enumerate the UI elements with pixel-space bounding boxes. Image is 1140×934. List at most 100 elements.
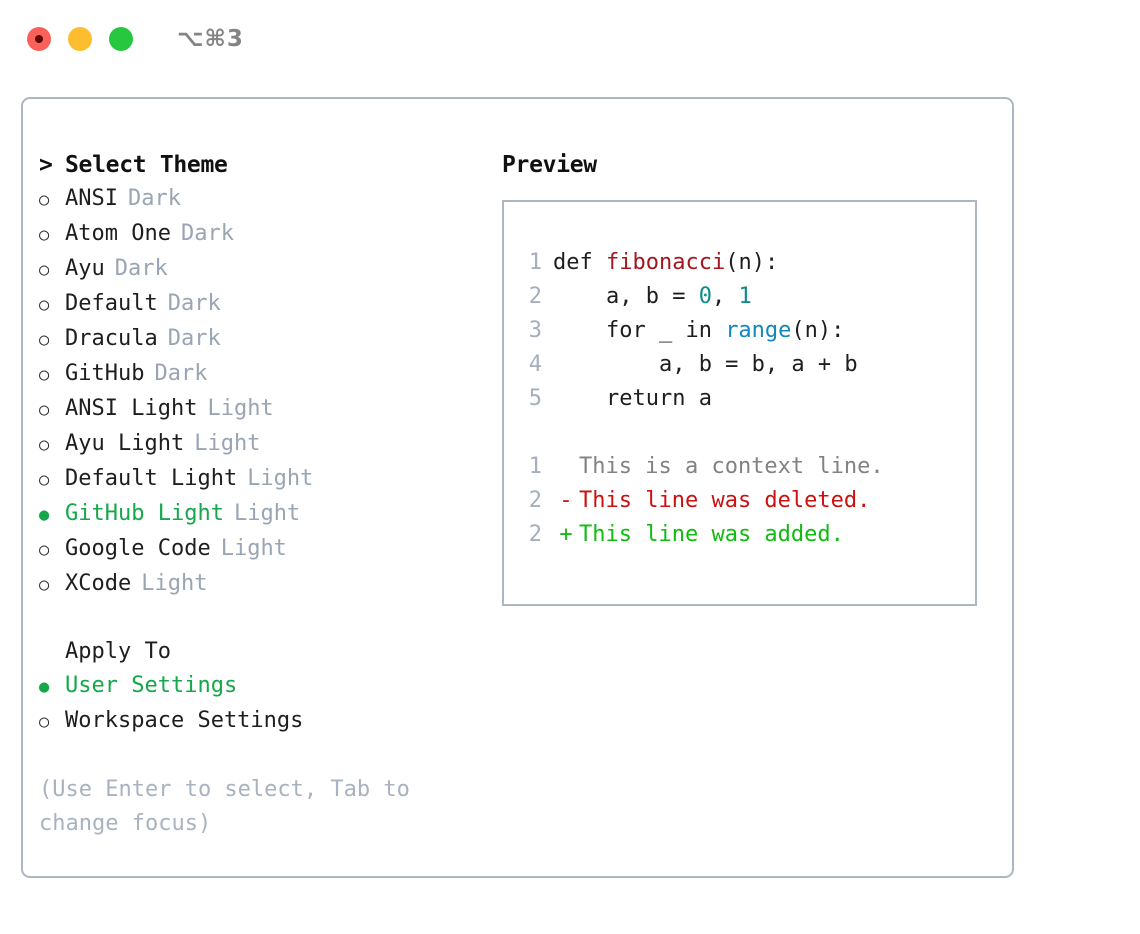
shortcut-label: ⌥⌘3 (177, 26, 244, 52)
theme-variant-tag: Light (233, 501, 301, 526)
radio-unselected-icon: ○ (39, 295, 50, 315)
theme-name: GitHub Light (65, 501, 224, 526)
theme-list-item[interactable]: ○ Ayu Light Light (39, 427, 489, 462)
theme-list-item[interactable]: ● GitHub Light Light (39, 497, 489, 532)
theme-variant-tag: Dark (154, 361, 208, 386)
window-controls (27, 27, 133, 51)
diff-line: 2 +This line was added. (516, 518, 884, 552)
theme-variant-tag: Light (194, 431, 261, 456)
code-line: 4 a, b = b, a + b (516, 348, 858, 382)
theme-list-item[interactable]: ○ ANSI Light Light (39, 392, 489, 427)
theme-name: XCode (65, 571, 132, 596)
preview-heading: Preview (502, 152, 597, 178)
keyboard-hint: (Use Enter to select, Tab to change focu… (39, 777, 410, 836)
caret-icon: > (39, 152, 53, 178)
theme-name: Default (65, 291, 158, 316)
radio-unselected-icon: ○ (39, 260, 50, 280)
diff-line: 1 This is a context line. (516, 450, 884, 484)
theme-name: Ayu (65, 256, 105, 281)
radio-unselected-icon: ○ (39, 365, 50, 385)
theme-variant-tag: Dark (180, 221, 234, 246)
diff-marker (553, 450, 579, 484)
theme-variant-tag: Light (207, 396, 274, 421)
radio-unselected-icon: ○ (39, 575, 50, 595)
theme-name: Google Code (65, 536, 211, 561)
code-token: a, b = (553, 284, 699, 309)
theme-name: ANSI (65, 186, 118, 211)
line-number: 5 (528, 386, 542, 411)
radio-unselected-icon: ○ (39, 225, 50, 245)
radio-unselected-icon: ○ (39, 400, 50, 420)
theme-variant-tag: Dark (167, 326, 221, 351)
theme-name: ANSI Light (65, 396, 198, 421)
minimize-button[interactable] (68, 27, 92, 51)
line-number: 2 (528, 522, 542, 547)
radio-selected-icon: ● (39, 677, 50, 697)
line-number: 1 (528, 250, 542, 275)
theme-name: Ayu Light (65, 431, 185, 456)
code-token: 1 (738, 284, 752, 309)
code-line: 2 a, b = 0, 1 (516, 280, 858, 314)
theme-list-item[interactable]: ○ Google Code Light (39, 532, 489, 567)
theme-name: Dracula (65, 326, 158, 351)
code-token: for _ in (553, 318, 726, 343)
line-number: 2 (528, 284, 542, 309)
title-bar: ⌥⌘3 (0, 0, 1140, 78)
select-theme-heading: > Select Theme (39, 148, 489, 182)
theme-list-item[interactable]: ○ Default Dark (39, 287, 489, 322)
diff-marker: + (559, 522, 573, 547)
code-line: 5 return a (516, 382, 858, 416)
line-number: 3 (528, 318, 542, 343)
theme-name: GitHub (65, 361, 145, 386)
select-theme-heading-label: Select Theme (65, 152, 228, 178)
apply-to-label: Workspace Settings (65, 708, 304, 733)
apply-to-heading: Apply To (65, 639, 171, 664)
theme-list-item[interactable]: ○ Dracula Dark (39, 322, 489, 357)
diff-line: 2-This line was deleted. (516, 484, 884, 518)
close-button[interactable] (27, 27, 51, 51)
radio-unselected-icon: ○ (39, 712, 50, 732)
diff-marker: - (559, 488, 573, 513)
code-line: 3 for _ in range(n): (516, 314, 858, 348)
apply-to-label: User Settings (65, 673, 238, 698)
code-token: (n): (725, 250, 779, 275)
line-number: 4 (528, 352, 542, 377)
diff-sample: 1 This is a context line.2-This line was… (516, 450, 884, 552)
theme-variant-tag: Dark (114, 256, 168, 281)
theme-variant-tag: Light (220, 536, 287, 561)
theme-variant-tag: Dark (167, 291, 221, 316)
maximize-button[interactable] (109, 27, 133, 51)
code-token: (n): (791, 318, 845, 343)
radio-unselected-icon: ○ (39, 540, 50, 560)
apply-to-item[interactable]: ● User Settings (39, 669, 489, 704)
theme-list-item[interactable]: ○ Default Light Light (39, 462, 489, 497)
radio-unselected-icon: ○ (39, 435, 50, 455)
code-token: , (711, 284, 739, 309)
apply-to-item[interactable]: ○ Workspace Settings (39, 704, 489, 739)
diff-text: This is a context line. (579, 454, 884, 479)
theme-variant-tag: Dark (127, 186, 181, 211)
code-token: fibonacci (605, 250, 726, 275)
theme-variant-tag: Light (247, 466, 314, 491)
theme-name: Default Light (65, 466, 238, 491)
apply-to-list: ● User Settings ○ Workspace Settings (39, 669, 489, 739)
radio-unselected-icon: ○ (39, 330, 50, 350)
radio-unselected-icon: ○ (39, 470, 50, 490)
diff-text: This line was deleted. (579, 488, 871, 513)
theme-list-item[interactable]: ○ GitHub Dark (39, 357, 489, 392)
line-number: 2 (528, 488, 542, 513)
code-token: 0 (698, 284, 712, 309)
theme-list-item[interactable]: ○ Ayu Dark (39, 252, 489, 287)
radio-selected-icon: ● (39, 505, 50, 525)
code-token: range (725, 318, 792, 343)
diff-text: This line was added. (579, 522, 844, 547)
